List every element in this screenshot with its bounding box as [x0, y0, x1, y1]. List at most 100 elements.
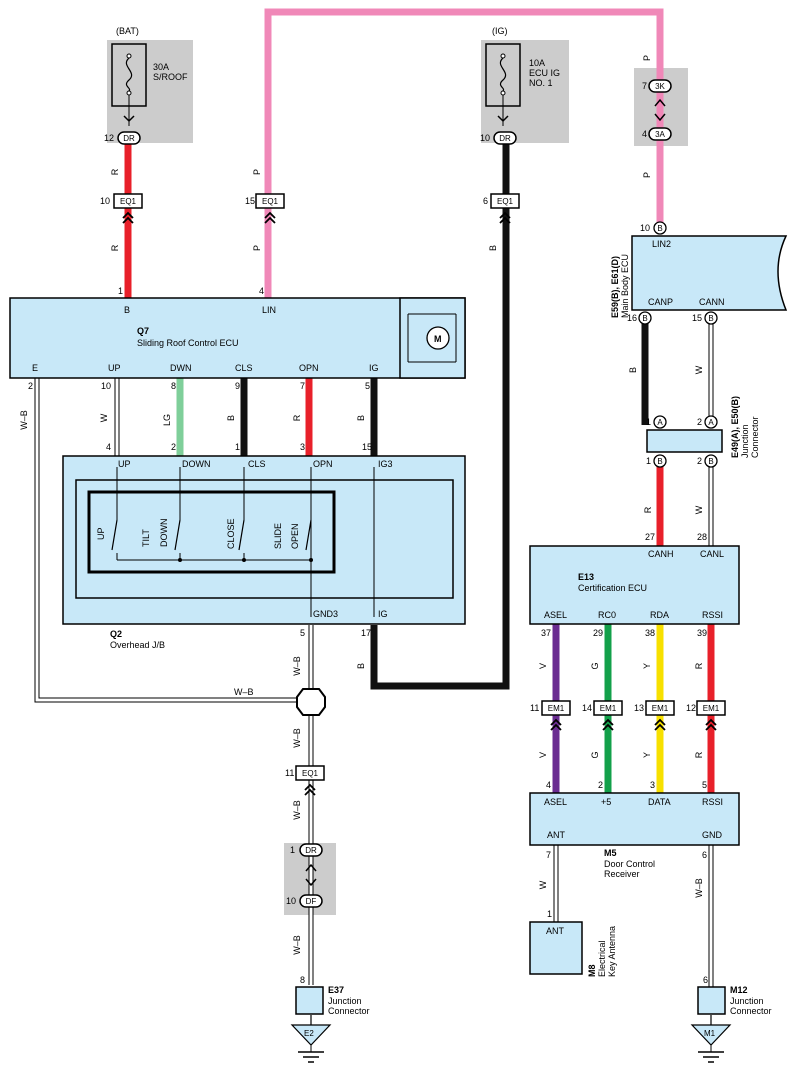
svg-text:DOWN: DOWN — [182, 459, 211, 469]
box-connector-pin: 11 — [285, 768, 294, 778]
wire-color-label: P — [252, 169, 262, 175]
svg-text:3: 3 — [650, 780, 655, 790]
ecu-e13: CANH CANL 27 28 E13 Certification ECU AS… — [529, 532, 740, 638]
svg-text:LIN2: LIN2 — [652, 239, 671, 249]
svg-text:Key Antenna: Key Antenna — [607, 926, 617, 977]
svg-text:28: 28 — [697, 532, 707, 542]
wire-color-label: W — [694, 365, 704, 374]
svg-text:9: 9 — [235, 381, 240, 391]
svg-text:38: 38 — [645, 628, 655, 638]
svg-text:IG: IG — [369, 363, 379, 373]
svg-text:E59(B), E61(D): E59(B), E61(D) — [610, 256, 620, 318]
box-connector-code: EQ1 — [262, 197, 279, 206]
svg-text:E2: E2 — [304, 1029, 314, 1038]
junction-block-q2: UP DOWN CLS OPN IG3 4 2 1 3 15 GND3 IG 5… — [62, 442, 466, 650]
fuse-bat-source: (BAT) — [116, 26, 139, 36]
svg-text:4: 4 — [106, 442, 111, 452]
pin-connector-num: 16 — [627, 313, 637, 323]
svg-text:4: 4 — [546, 780, 551, 790]
box-connector-pin: 13 — [634, 703, 644, 713]
svg-text:RDA: RDA — [650, 610, 669, 620]
svg-text:1: 1 — [547, 909, 552, 919]
svg-text:RC0: RC0 — [598, 610, 616, 620]
svg-text:Connector: Connector — [750, 416, 760, 458]
wire-color-label: W — [694, 505, 704, 514]
pin-connector: B10 — [640, 221, 667, 235]
q7-pin-lin: LIN — [262, 305, 276, 315]
svg-text:CANH: CANH — [648, 549, 674, 559]
pin-connector-num: 2 — [697, 456, 702, 466]
box-connector-code: EQ1 — [120, 197, 137, 206]
pin-connector-num: 10 — [640, 223, 650, 233]
svg-text:5: 5 — [300, 628, 305, 638]
svg-text:CANP: CANP — [648, 297, 673, 307]
conn-dr-bat: DR — [117, 131, 141, 145]
box-connector-pin: 12 — [686, 703, 696, 713]
svg-text:+5: +5 — [601, 797, 611, 807]
svg-text:Junction: Junction — [740, 424, 750, 458]
svg-text:7: 7 — [546, 850, 551, 860]
m5-code: M5 — [604, 848, 617, 858]
svg-text:CANN: CANN — [699, 297, 725, 307]
junction-connector-can: E49(A), E50(B) Junction Connector — [646, 396, 760, 458]
box-connector-code: EM1 — [652, 704, 669, 713]
box-connector-pin: 15 — [245, 196, 255, 206]
conn-dr-ig-label: DR — [499, 134, 511, 143]
wire-color-label: R — [643, 506, 653, 513]
conn-3k-pin: 7 — [642, 81, 647, 91]
wire-color-label: G — [590, 751, 600, 758]
svg-text:2: 2 — [598, 780, 603, 790]
pin-connector-code: B — [708, 457, 713, 466]
fuse-ig-name2: NO. 1 — [529, 78, 553, 88]
wire-color-label: R — [110, 244, 120, 251]
wire-color-label: B — [628, 367, 638, 373]
fuse-ig: (IG) 10A ECU IG NO. 1 — [481, 26, 569, 143]
svg-text:UP: UP — [118, 459, 131, 469]
svg-text:IG3: IG3 — [378, 459, 393, 469]
svg-text:15: 15 — [362, 442, 372, 452]
svg-text:OPN: OPN — [313, 459, 333, 469]
svg-text:2: 2 — [171, 442, 176, 452]
wire-color-label: W–B — [694, 878, 704, 898]
svg-text:GND3: GND3 — [313, 609, 338, 619]
wire-color-label: P — [642, 55, 652, 61]
box-connector-pin: 10 — [100, 196, 110, 206]
wire-color-label: V — [538, 663, 548, 669]
conn-3a-pin: 4 — [642, 129, 647, 139]
svg-text:39: 39 — [697, 628, 707, 638]
wire-color-label: W–B — [234, 687, 254, 697]
svg-text:5: 5 — [365, 381, 370, 391]
conn-dr-gnd: DR — [299, 843, 323, 857]
wire-black-ig — [370, 143, 510, 690]
q7-pinnum-b: 1 — [118, 286, 123, 296]
motor-icon — [426, 326, 450, 350]
svg-text:RSSI: RSSI — [702, 610, 723, 620]
conn-dr-gnd-pin: 1 — [290, 845, 295, 855]
wire-color-label: R — [694, 751, 704, 758]
box-connector-code: EM1 — [600, 704, 617, 713]
wire-color-label: W — [538, 880, 548, 889]
pin-connector-num: 1 — [646, 456, 651, 466]
pin-connector-code: A — [708, 418, 714, 427]
svg-text:27: 27 — [645, 532, 655, 542]
svg-text:M8: M8 — [587, 964, 597, 977]
svg-text:OPEN: OPEN — [290, 523, 300, 549]
svg-text:Receiver: Receiver — [604, 869, 640, 879]
wire-color-label: LG — [162, 414, 172, 426]
svg-text:CANL: CANL — [700, 549, 724, 559]
svg-text:3: 3 — [300, 442, 305, 452]
e13-name: Certification ECU — [578, 583, 647, 593]
svg-text:37: 37 — [541, 628, 551, 638]
svg-text:Connector: Connector — [730, 1006, 772, 1016]
svg-text:TILT: TILT — [141, 529, 151, 547]
box-connector-code: EQ1 — [497, 197, 514, 206]
main-body-ecu: LIN2 CANP CANN E59(B), E61(D) Main Body … — [610, 235, 788, 318]
fuse-bat-name: S/ROOF — [153, 72, 188, 82]
fuse-ig-pin: 10 — [480, 133, 490, 143]
box-connector-pin: 11 — [530, 703, 539, 713]
conn-dr-bat-label: DR — [123, 134, 135, 143]
